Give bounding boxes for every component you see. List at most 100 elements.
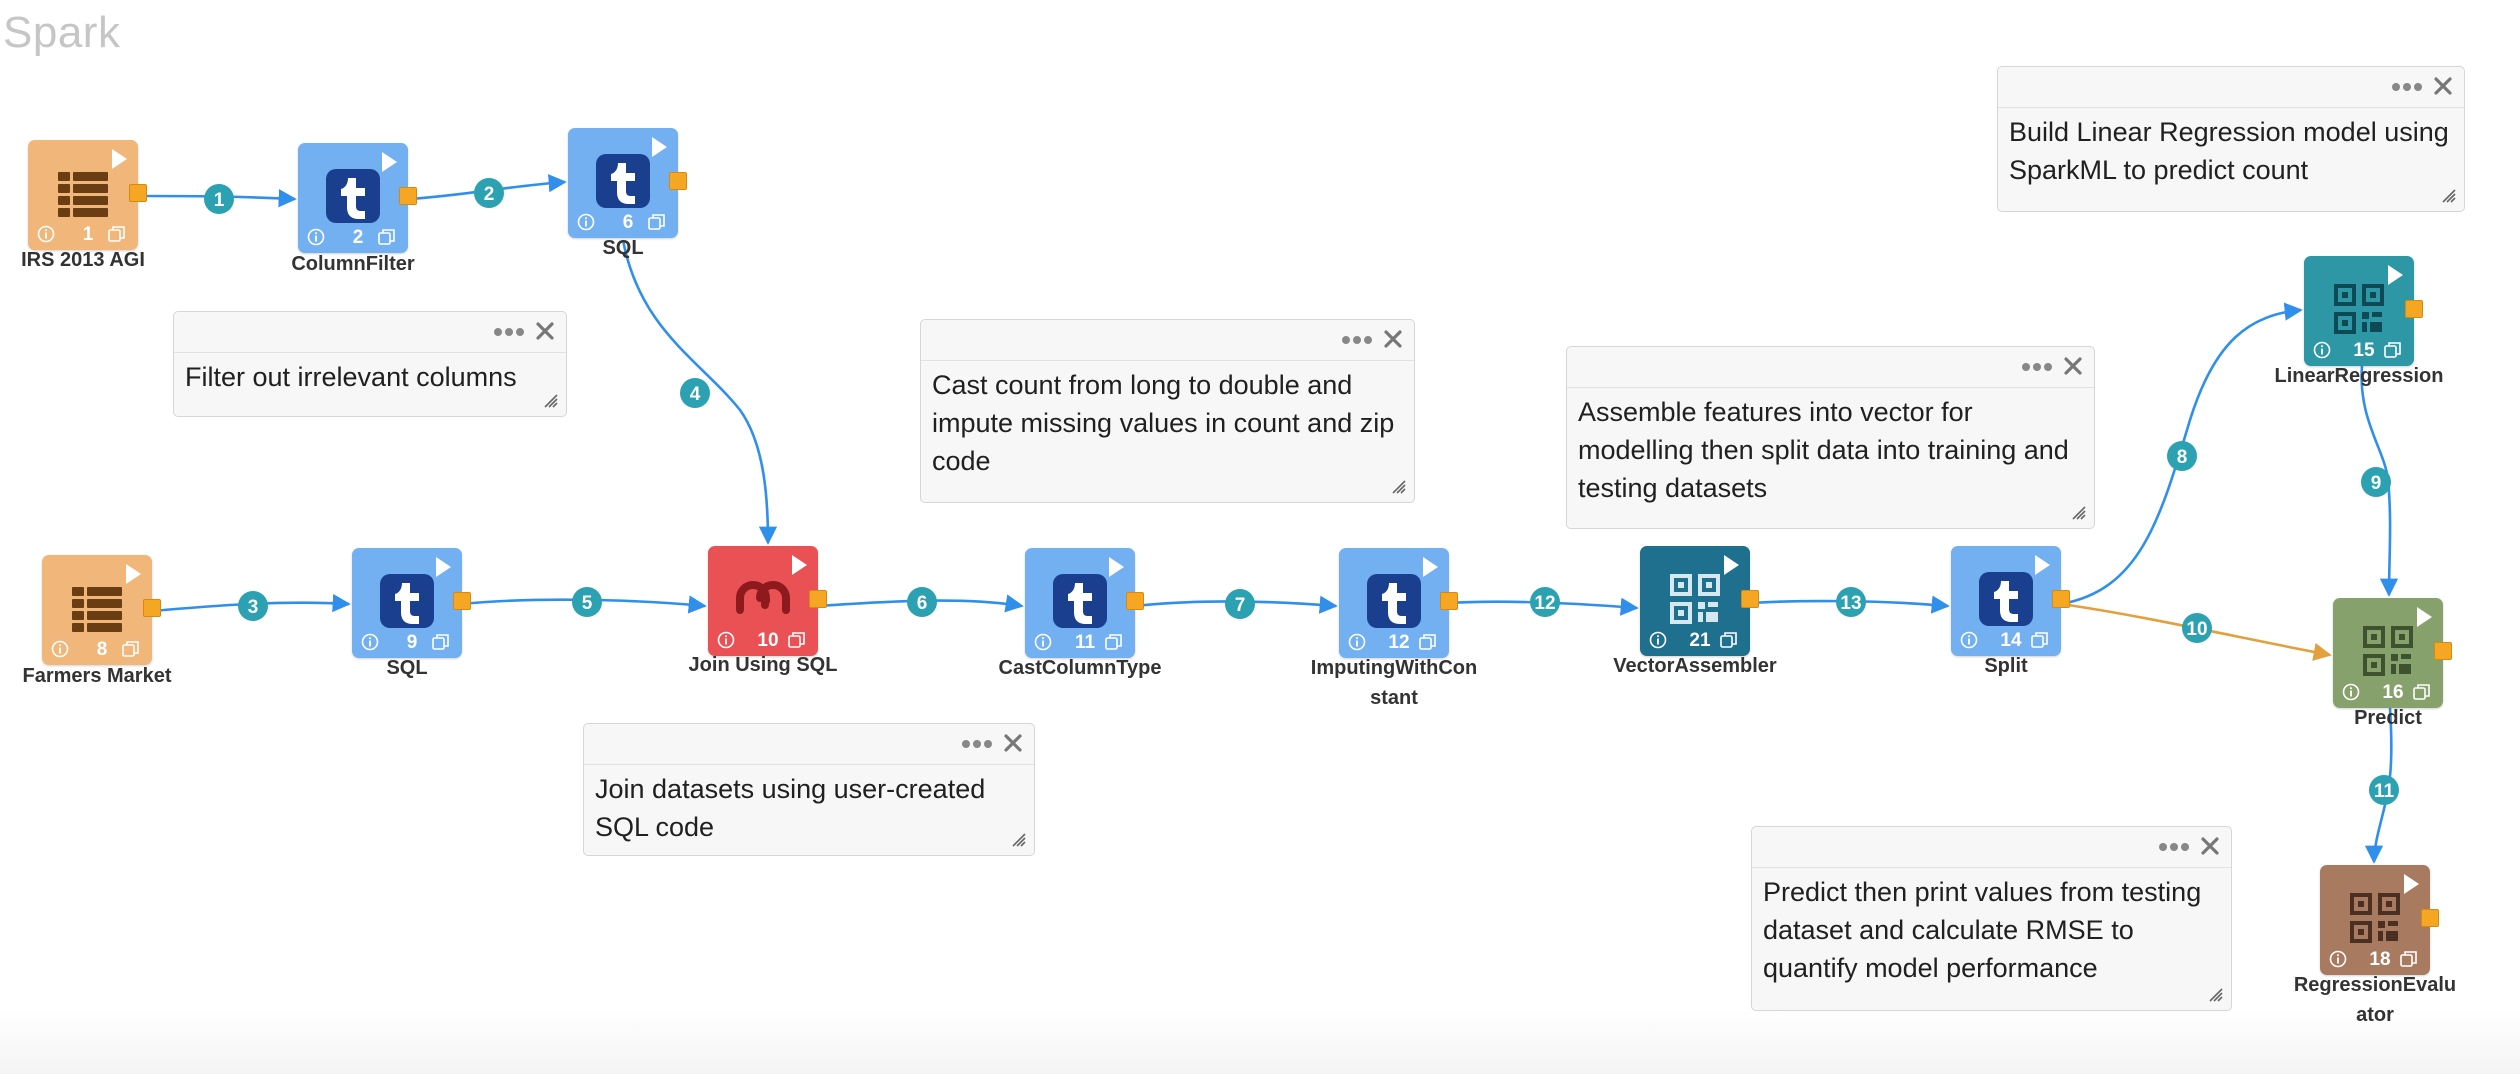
resize-handle-icon[interactable] (1392, 480, 1406, 494)
output-port[interactable] (453, 592, 471, 610)
node-n15[interactable]: 15 (2304, 256, 2423, 366)
info-icon[interactable] (1960, 631, 1978, 649)
resize-handle-icon[interactable] (2072, 506, 2086, 520)
output-port[interactable] (2405, 300, 2423, 318)
play-icon[interactable] (380, 151, 398, 173)
more-options-icon[interactable] (2020, 357, 2054, 377)
clone-icon[interactable] (2384, 341, 2402, 359)
note-header[interactable] (921, 320, 1414, 361)
info-icon[interactable] (361, 633, 379, 651)
annotation-predict[interactable]: Predict then print values from testing d… (1751, 826, 2232, 1011)
clone-icon[interactable] (2413, 683, 2431, 701)
edge-n14-to-n16[interactable]: 10 (2060, 602, 2332, 661)
edge-n8-to-n9[interactable]: 3 (151, 591, 351, 621)
clone-icon[interactable] (2031, 631, 2049, 649)
note-header[interactable] (1752, 827, 2231, 868)
play-icon[interactable] (2033, 554, 2051, 576)
clone-icon[interactable] (648, 213, 666, 231)
clone-icon[interactable] (1720, 631, 1738, 649)
edge-badge[interactable] (204, 184, 234, 214)
output-port[interactable] (1126, 592, 1144, 610)
output-port[interactable] (2052, 590, 2070, 608)
edge-n2-to-n6[interactable]: 2 (407, 174, 567, 208)
edge-badge[interactable] (1836, 587, 1866, 617)
close-icon[interactable] (1382, 328, 1404, 350)
info-icon[interactable] (51, 640, 69, 658)
edge-n21-to-n14[interactable]: 13 (1749, 587, 1950, 617)
info-icon[interactable] (2329, 950, 2347, 968)
note-header[interactable] (584, 724, 1034, 765)
info-icon[interactable] (1348, 633, 1366, 651)
info-icon[interactable] (1649, 631, 1667, 649)
play-icon[interactable] (124, 563, 142, 585)
play-icon[interactable] (110, 148, 128, 170)
node-n16[interactable]: 16 (2333, 598, 2452, 708)
annotation-assemble[interactable]: Assemble features into vector for modell… (1566, 346, 2095, 529)
annotation-join[interactable]: Join datasets using user-created SQL cod… (583, 723, 1035, 856)
edge-badge[interactable] (474, 178, 504, 208)
output-port[interactable] (399, 187, 417, 205)
edge-n12-to-n21[interactable]: 12 (1448, 587, 1639, 617)
clone-icon[interactable] (378, 228, 396, 246)
play-icon[interactable] (434, 556, 452, 578)
edge-line[interactable] (2060, 302, 2303, 606)
edge-line[interactable] (621, 239, 778, 545)
info-icon[interactable] (577, 213, 595, 231)
annotation-filter[interactable]: Filter out irrelevant columns (173, 311, 567, 417)
note-header[interactable] (174, 312, 566, 353)
play-icon[interactable] (2415, 606, 2433, 628)
output-port[interactable] (2434, 642, 2452, 660)
close-icon[interactable] (2062, 355, 2084, 377)
close-icon[interactable] (2432, 75, 2454, 97)
clone-icon[interactable] (2400, 950, 2418, 968)
note-text[interactable]: Assemble features into vector for modell… (1578, 397, 2069, 503)
edge-badge[interactable] (238, 591, 268, 621)
output-port[interactable] (1440, 592, 1458, 610)
clone-icon[interactable] (432, 633, 450, 651)
clone-icon[interactable] (122, 640, 140, 658)
output-port[interactable] (143, 599, 161, 617)
output-port[interactable] (1741, 590, 1759, 608)
node-n10[interactable]: 10 (708, 546, 827, 656)
edge-n15-to-n16[interactable]: 9 (2360, 365, 2399, 597)
node-n14[interactable]: 14 (1951, 546, 2070, 656)
more-options-icon[interactable] (2157, 837, 2191, 857)
note-header[interactable] (1567, 347, 2094, 388)
play-icon[interactable] (1722, 554, 1740, 576)
play-icon[interactable] (1421, 556, 1439, 578)
note-text[interactable]: Build Linear Regression model using Spar… (2009, 117, 2449, 185)
info-icon[interactable] (2313, 341, 2331, 359)
play-icon[interactable] (1107, 556, 1125, 578)
edge-badge[interactable] (1530, 587, 1560, 617)
play-icon[interactable] (2402, 873, 2420, 895)
info-icon[interactable] (37, 225, 55, 243)
edge-badge[interactable] (680, 378, 710, 408)
note-text[interactable]: Cast count from long to double and imput… (932, 370, 1395, 476)
edge-n16-to-n18[interactable]: 11 (2364, 707, 2399, 864)
node-n9[interactable]: 9 (352, 548, 471, 658)
more-options-icon[interactable] (1340, 330, 1374, 350)
edge-n1-to-n2[interactable]: 1 (137, 184, 297, 214)
node-n21[interactable]: 21 (1640, 546, 1759, 656)
output-port[interactable] (669, 172, 687, 190)
edge-badge[interactable] (2182, 613, 2212, 643)
edge-badge[interactable] (907, 587, 937, 617)
node-n12[interactable]: 12 (1339, 548, 1458, 658)
more-options-icon[interactable] (2390, 77, 2424, 97)
info-icon[interactable] (307, 228, 325, 246)
close-icon[interactable] (534, 320, 556, 342)
node-n18[interactable]: 18 (2320, 865, 2439, 975)
info-icon[interactable] (2342, 683, 2360, 701)
edge-badge[interactable] (2361, 467, 2391, 497)
edge-n14-to-n15[interactable]: 8 (2060, 302, 2303, 606)
annotation-cast[interactable]: Cast count from long to double and imput… (920, 319, 1415, 503)
node-n11[interactable]: 11 (1025, 548, 1144, 658)
output-port[interactable] (809, 590, 827, 608)
note-text[interactable]: Join datasets using user-created SQL cod… (595, 774, 986, 842)
clone-icon[interactable] (1419, 633, 1437, 651)
info-icon[interactable] (717, 631, 735, 649)
edge-badge[interactable] (2369, 775, 2399, 805)
clone-icon[interactable] (108, 225, 126, 243)
resize-handle-icon[interactable] (544, 394, 558, 408)
